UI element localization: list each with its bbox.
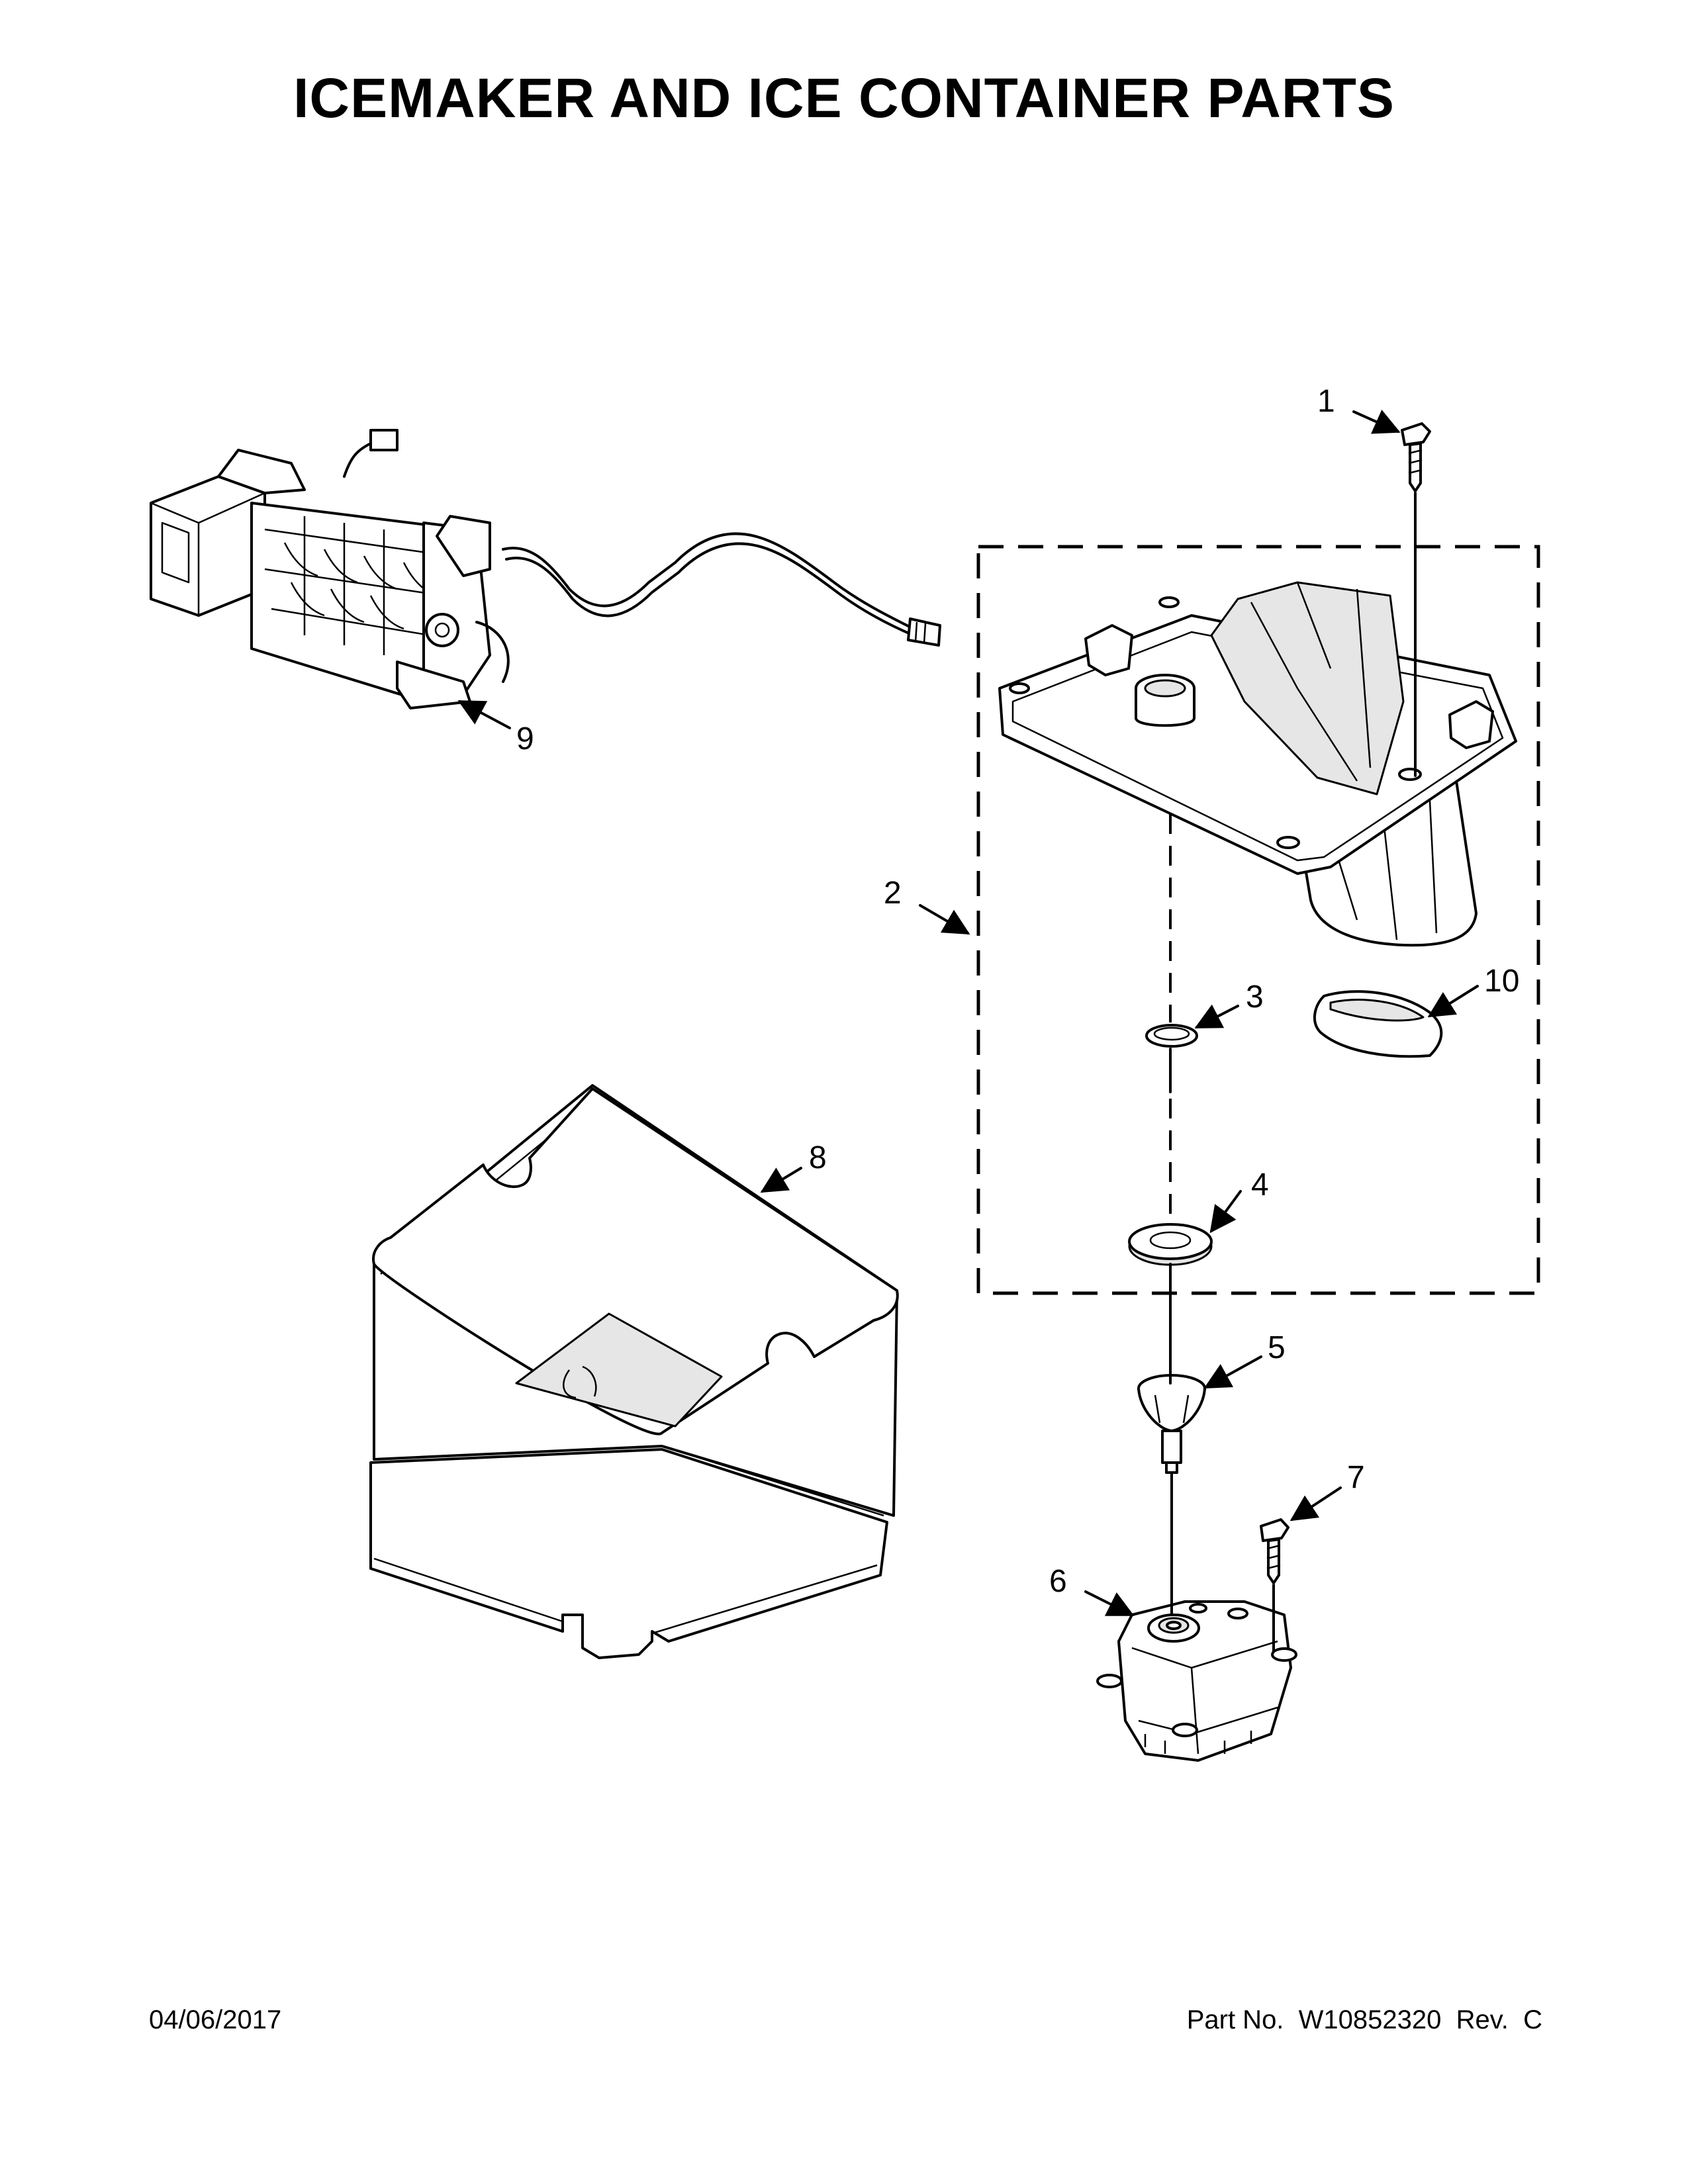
callout-6: 6 bbox=[1049, 1564, 1067, 1599]
callout-2: 2 bbox=[884, 876, 902, 911]
screw-icon bbox=[1260, 1518, 1289, 1584]
callout-1: 1 bbox=[1317, 384, 1335, 419]
leader-lines bbox=[1169, 492, 1417, 1653]
icemaker-icon bbox=[150, 429, 941, 709]
footer-part-number: Part No. W10852320 Rev. C bbox=[1186, 2005, 1542, 2034]
callout-arrows bbox=[457, 410, 1479, 1616]
ice-bucket-icon bbox=[369, 1084, 899, 1659]
callout-9: 9 bbox=[516, 721, 534, 756]
seal-icon bbox=[1313, 990, 1443, 1058]
callout-5: 5 bbox=[1268, 1330, 1286, 1365]
assembly-boundary-box bbox=[976, 545, 1540, 1295]
coupler-icon bbox=[1137, 1374, 1206, 1474]
ring-icon bbox=[1145, 1024, 1198, 1048]
dispenser-housing-icon bbox=[998, 581, 1517, 947]
callout-7: 7 bbox=[1347, 1460, 1365, 1495]
page-title: ICEMAKER AND ICE CONTAINER PARTS bbox=[293, 67, 1395, 129]
screw-icon bbox=[1401, 422, 1431, 492]
footer-date: 04/06/2017 bbox=[149, 2005, 282, 2034]
bearing-icon bbox=[1128, 1223, 1213, 1266]
callout-8: 8 bbox=[809, 1140, 827, 1175]
callout-3: 3 bbox=[1246, 979, 1264, 1015]
callout-4: 4 bbox=[1251, 1167, 1269, 1203]
auger-motor-icon bbox=[1096, 1600, 1297, 1762]
callout-10: 10 bbox=[1484, 964, 1519, 999]
